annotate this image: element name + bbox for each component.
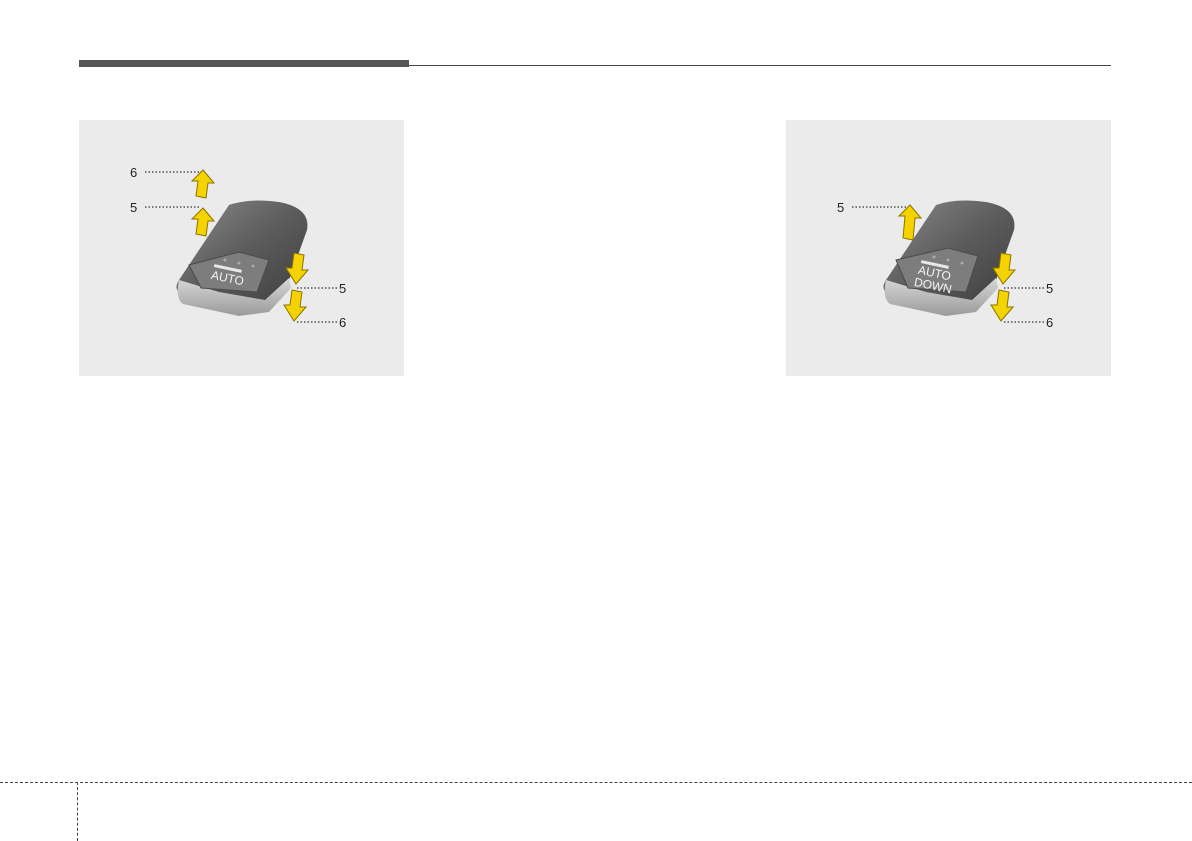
arrow-up-icon bbox=[192, 208, 214, 236]
callout-5-up: 5 bbox=[130, 200, 137, 215]
window-switch-illustration: AUTO 6 5 5 6 bbox=[79, 120, 404, 376]
arrow-up-icon bbox=[192, 170, 214, 198]
header-rule-thin bbox=[409, 65, 1111, 66]
callout-5-up: 5 bbox=[837, 200, 844, 215]
window-switch: AUTO DOWN bbox=[884, 201, 1015, 316]
window-switch-illustration: AUTO DOWN 5 5 6 bbox=[786, 120, 1111, 376]
callout-5-down: 5 bbox=[1046, 281, 1053, 296]
callout-6-up: 6 bbox=[130, 165, 137, 180]
footer-divider bbox=[77, 782, 78, 841]
arrow-down-icon bbox=[284, 290, 306, 321]
arrow-down-icon bbox=[991, 290, 1013, 321]
callout-6-down: 6 bbox=[1046, 315, 1053, 330]
window-switch-figure-left: AUTO 6 5 5 6 bbox=[79, 120, 404, 376]
window-switch-figure-right: AUTO DOWN 5 5 6 bbox=[786, 120, 1111, 376]
callout-6-down: 6 bbox=[339, 315, 346, 330]
callout-5-down: 5 bbox=[339, 281, 346, 296]
header-rule-thick bbox=[79, 60, 409, 67]
footer-rule bbox=[0, 782, 1192, 783]
